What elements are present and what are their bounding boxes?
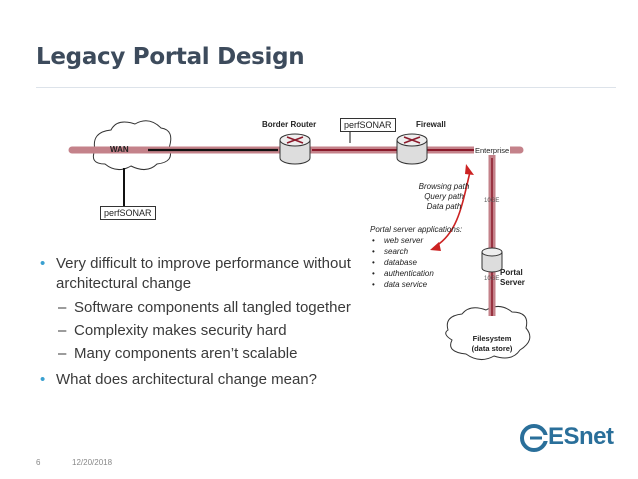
border-router-label: Border Router: [262, 120, 317, 129]
bullet-list: • Very difficult to improve performance …: [40, 254, 360, 394]
dash-icon: –: [58, 299, 67, 316]
sub-bullet-text: Complexity makes security hard: [74, 322, 287, 339]
app-item: web server: [370, 235, 462, 246]
bullet-dot-icon: •: [40, 371, 46, 388]
sub-bullet-item: – Software components all tangled togeth…: [40, 298, 360, 318]
title-divider: [36, 87, 616, 88]
app-item: database: [370, 257, 462, 268]
slide-title: Legacy Portal Design: [36, 44, 305, 70]
bullet-text: Very difficult to improve performance wi…: [56, 255, 351, 292]
slide-date: 12/20/2018: [72, 458, 113, 467]
link-speed-upper: 10GE: [484, 198, 500, 204]
filesystem-cloud: [445, 306, 531, 360]
perfsonar-left-box: perfSONAR: [100, 206, 156, 220]
app-item: authentication: [370, 268, 462, 279]
esnet-logo-text: ESnet: [548, 423, 614, 450]
path-labels: Browsing path Query path Data path: [412, 182, 476, 212]
bullet-item: • Very difficult to improve performance …: [40, 254, 360, 294]
filesystem-label: Filesystem (data store): [462, 334, 522, 354]
data-path-label: Data path: [426, 202, 462, 211]
perfsonar-top-box: perfSONAR: [340, 118, 396, 132]
bullet-dot-icon: •: [40, 255, 46, 272]
firewall-label: Firewall: [416, 120, 446, 129]
portal-apps-list: Portal server applications: web server s…: [370, 224, 462, 290]
dash-icon: –: [58, 322, 67, 339]
filesystem-line-2: (data store): [471, 344, 513, 353]
app-item: search: [370, 246, 462, 257]
query-path-label: Query path: [424, 192, 464, 201]
bullet-item: • What does architectural change mean?: [40, 370, 360, 390]
app-item: data service: [370, 279, 462, 290]
portal-server-label: Portal Server: [500, 268, 525, 288]
sub-bullet-text: Software components all tangled together: [74, 299, 351, 316]
link-speed-lower: 10GE: [484, 276, 500, 282]
wan-label: WAN: [110, 145, 129, 154]
portal-apps-heading: Portal server applications:: [370, 225, 463, 234]
sub-bullet-item: – Complexity makes security hard: [40, 321, 360, 341]
filesystem-line-1: Filesystem: [472, 334, 512, 343]
portal-server-line-2: Server: [500, 278, 525, 287]
enterprise-label: Enterprise: [474, 146, 511, 155]
sub-bullet-text: Many components aren’t scalable: [74, 345, 298, 362]
page-number: 6: [36, 458, 41, 467]
browsing-path-label: Browsing path: [418, 182, 470, 191]
esnet-logo-icon: [520, 424, 548, 452]
bullet-text: What does architectural change mean?: [56, 371, 317, 388]
sub-bullet-item: – Many components aren’t scalable: [40, 344, 360, 364]
portal-server-icon: [481, 247, 503, 273]
portal-server-line-1: Portal: [500, 268, 523, 277]
firewall-icon: [396, 133, 428, 165]
wan-cloud: [92, 120, 172, 170]
border-router-icon: [279, 133, 311, 165]
dash-icon: –: [58, 345, 67, 362]
